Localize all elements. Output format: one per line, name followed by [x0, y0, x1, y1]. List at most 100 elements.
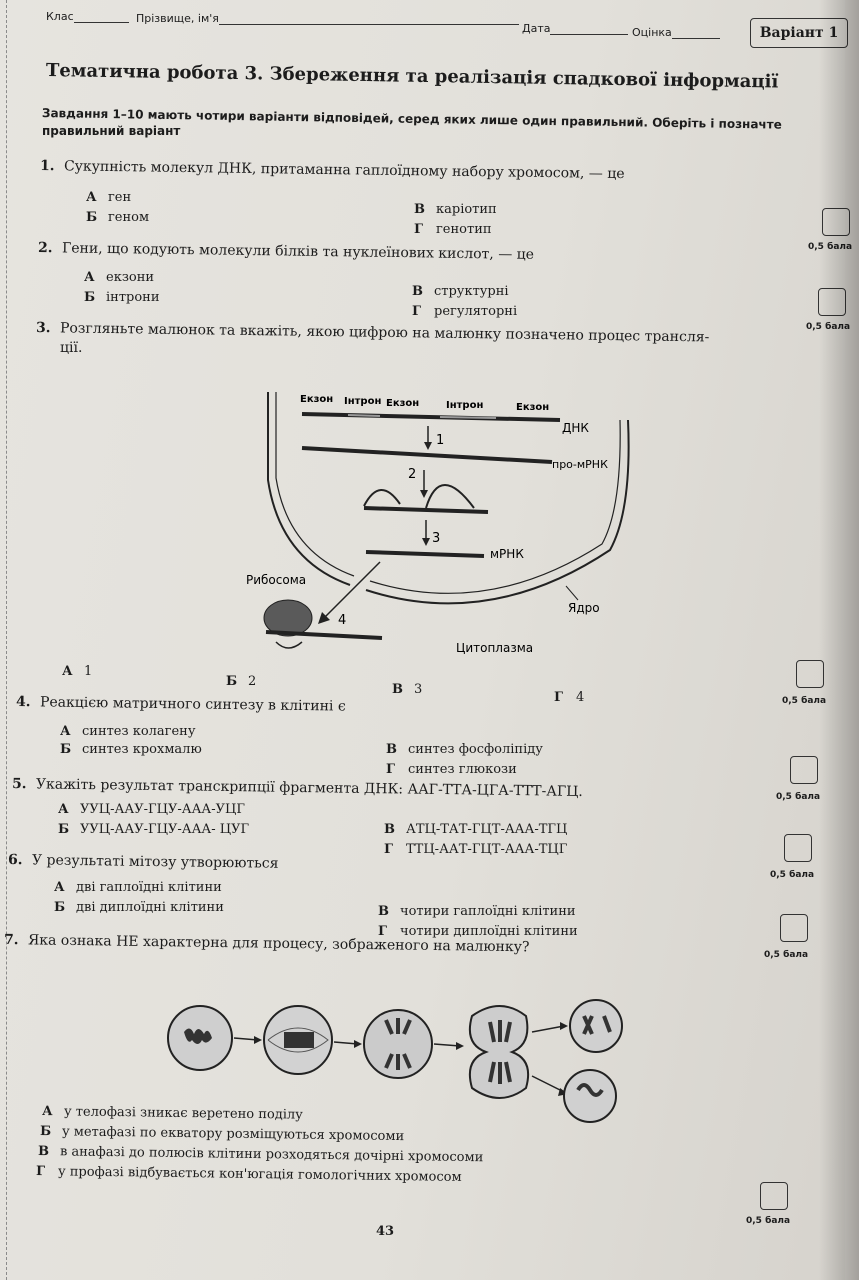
q1-points: 0,5 бала	[808, 242, 853, 252]
question-2: 2.Гени, що кодують молекули білків та ну…	[37, 240, 535, 263]
page-title: Тематична робота 3. Збереження та реаліз…	[45, 60, 779, 93]
mitosis-diagram	[167, 999, 623, 1123]
label-nucleus: Ядро	[568, 601, 600, 615]
step-2: 2	[408, 467, 416, 482]
intron-loop-1	[363, 489, 401, 507]
question-4: 4.Реакцією матричного синтезу в клітині …	[15, 694, 346, 715]
cut-line	[6, 0, 7, 1280]
question-3-cont: ції.	[60, 340, 83, 356]
q6-answer-box[interactable]	[780, 914, 808, 942]
step-1: 1	[436, 433, 444, 448]
daughter-cell-2	[563, 1069, 617, 1123]
label-exon-2: Екзон	[386, 398, 419, 409]
label-exon-1: Екзон	[300, 394, 333, 405]
transcription-diagram: Екзон Інтрон Екзон Інтрон Екзон ДНК 1 пр…	[246, 392, 630, 655]
cell-anaphase	[363, 1009, 433, 1079]
question-1: 1.Сукупність молекул ДНК, притаманна гап…	[39, 158, 625, 183]
translated-mrna	[265, 630, 383, 640]
label-mrna: мРНК	[490, 547, 524, 561]
telophase-chromosomes	[488, 1020, 512, 1084]
step-4: 4	[338, 613, 346, 628]
label-intron-2: Інтрон	[446, 400, 483, 411]
q4-points: 0,5 бала	[776, 792, 821, 802]
spliced-strand	[363, 506, 489, 514]
q7-points: 0,5 бала	[746, 1216, 791, 1226]
ribosome-small-subunit	[275, 641, 303, 649]
grade-field: Оцінка	[632, 26, 720, 39]
question-6: 6.У результаті мітозу утворюються	[7, 852, 279, 872]
label-dna: ДНК	[562, 421, 589, 435]
question-3: 3.Розгляньте малюнок та вкажіть, якою ци…	[35, 320, 710, 346]
label-cytoplasm: Цитоплазма	[456, 641, 533, 655]
label-intron-1: Інтрон	[344, 396, 381, 407]
nuclear-membrane-right-inner	[369, 419, 621, 594]
metaphase-chromosomes	[284, 1032, 314, 1048]
class-field: Клас	[46, 10, 129, 23]
q2-answer-box[interactable]	[818, 288, 846, 316]
pro-mrna-strand	[301, 446, 553, 464]
anaphase-chromosomes	[384, 1018, 412, 1070]
daughter-cell-2-chromosomes	[576, 1083, 604, 1097]
variant-badge: Варіант 1	[750, 18, 848, 48]
grade-blank[interactable]	[671, 38, 720, 39]
label-ribosome: Рибосома	[246, 573, 306, 587]
q5-answer-box[interactable]	[784, 834, 812, 862]
date-field: Дата	[522, 22, 629, 35]
q2-points: 0,5 бала	[806, 322, 851, 332]
q4-answer-box[interactable]	[790, 756, 818, 784]
dna-strand	[301, 412, 561, 422]
nuclear-membrane-left	[267, 392, 351, 586]
q3-answer-box[interactable]	[796, 660, 824, 688]
nuclear-membrane-right	[365, 419, 630, 605]
question-5: 5.Укажіть результат транскрипції фрагмен…	[11, 776, 583, 800]
daughter-cell-1-chromosomes	[582, 1015, 612, 1035]
q6-points: 0,5 бала	[764, 950, 809, 960]
step-3: 3	[432, 531, 440, 546]
q1-answer-box[interactable]	[822, 208, 850, 236]
intron-loop-2	[425, 484, 475, 509]
prophase-chromosomes	[184, 1028, 212, 1044]
class-blank[interactable]	[73, 22, 129, 23]
date-blank[interactable]	[550, 34, 629, 35]
instructions-line2: правильний варіант	[42, 124, 181, 138]
ribosome-large-subunit	[263, 599, 313, 637]
label-pro-mrna: про-мРНК	[552, 458, 608, 471]
name-field: Прізвище, ім'я	[136, 12, 519, 25]
daughter-cell-1	[569, 999, 623, 1053]
label-exon-3: Екзон	[516, 402, 549, 413]
q7-answer-box[interactable]	[760, 1182, 788, 1210]
nuclear-membrane-left-inner	[275, 392, 355, 577]
mrna-strand	[365, 550, 485, 558]
name-blank[interactable]	[218, 24, 519, 25]
q3-points: 0,5 бала	[782, 696, 827, 706]
